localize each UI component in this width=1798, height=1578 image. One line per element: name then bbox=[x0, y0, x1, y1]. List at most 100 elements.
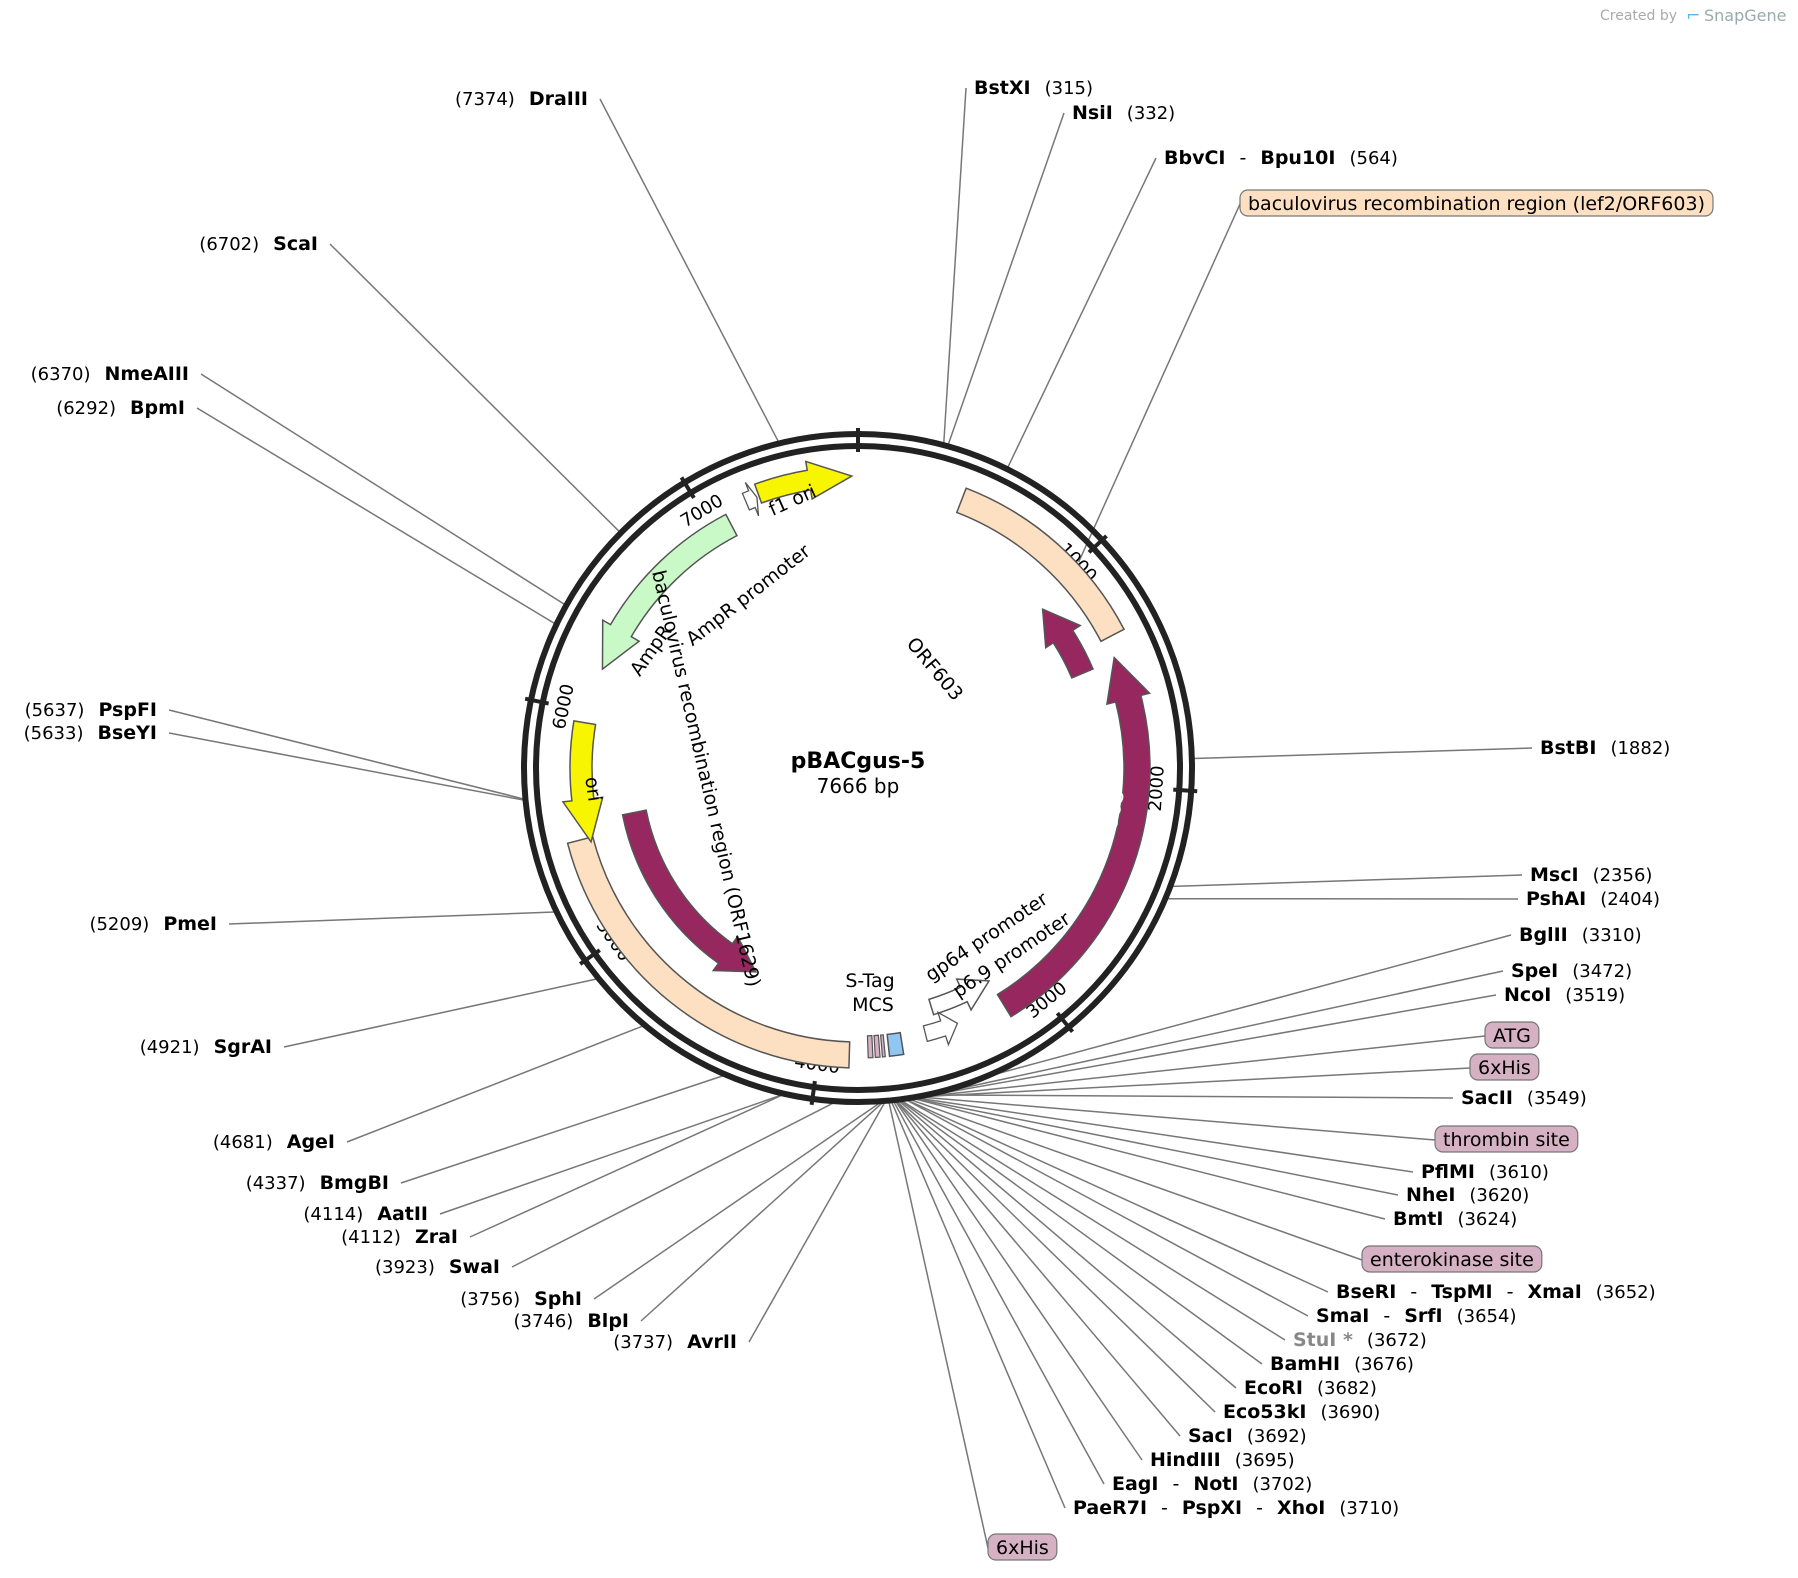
tick-mark bbox=[524, 696, 550, 706]
f1-ori-arrow bbox=[753, 460, 854, 504]
enzyme-position: (1882) bbox=[1610, 738, 1670, 759]
snapgene-logo-icon: ⌐ bbox=[1686, 6, 1700, 26]
enzyme-labels: (7374)DraIII(6702)ScaI(6370)NmeAIII(6292… bbox=[24, 77, 1671, 1519]
enzyme-site: PshAI(2404) bbox=[1526, 888, 1660, 910]
enzyme-position: (3652) bbox=[1596, 1282, 1656, 1303]
tick-mark bbox=[1173, 787, 1198, 794]
feature-box: thrombin site bbox=[1434, 1125, 1579, 1153]
enzyme-site: (4921)SgrAI bbox=[140, 1036, 272, 1058]
enzyme-leader-line bbox=[935, 1094, 1454, 1099]
enzyme-name: PaeR7I bbox=[1073, 1497, 1147, 1519]
enzyme-position: (3310) bbox=[1582, 925, 1642, 946]
enzyme-leader-line bbox=[947, 112, 1065, 445]
enzyme-name: BseYI bbox=[97, 722, 157, 744]
credit-brand: SnapGene bbox=[1704, 6, 1786, 25]
enzyme-leader-line bbox=[901, 1100, 1286, 1341]
enzyme-leader-line bbox=[916, 1098, 1399, 1196]
enzyme-position: (4337) bbox=[246, 1173, 306, 1194]
enzyme-site: (6292)BpmI bbox=[56, 397, 185, 419]
ori-label: ori bbox=[580, 775, 605, 803]
enzyme-leader-line bbox=[898, 1100, 1237, 1389]
enzyme-leader-line bbox=[900, 1100, 1263, 1365]
enzyme-site: NsiI(332) bbox=[1072, 102, 1175, 124]
enzyme-name: ZraI bbox=[415, 1226, 458, 1248]
tick-mark bbox=[679, 476, 696, 499]
tick-mark bbox=[1055, 1011, 1075, 1034]
enzyme-site: (6370)NmeAIII bbox=[31, 363, 189, 385]
enzyme-leader-line bbox=[955, 970, 1504, 1091]
enzyme-leader-line bbox=[599, 98, 780, 442]
enzyme-site: EcoRI(3682) bbox=[1244, 1377, 1377, 1399]
enzyme-position: (3695) bbox=[1235, 1450, 1295, 1471]
enzyme-leader-line bbox=[400, 1075, 724, 1184]
enzyme-leader-line bbox=[906, 1099, 1309, 1317]
enzyme-name: SgrAI bbox=[214, 1036, 272, 1058]
orf603-label: ORF603 bbox=[902, 633, 967, 705]
enzyme-site: HindIII(3695) bbox=[1150, 1449, 1295, 1471]
enzyme-site: (4681)AgeI bbox=[213, 1131, 335, 1153]
gp64-promoter-arrow bbox=[928, 978, 991, 1016]
enzyme-name: BmtI bbox=[1393, 1208, 1443, 1230]
enzyme-site: NcoI(3519) bbox=[1504, 984, 1625, 1006]
enzyme-leader-line bbox=[329, 243, 620, 533]
feature-boxes: baculovirus recombination region (lef2/O… bbox=[987, 189, 1714, 1561]
feature-box-bg bbox=[1361, 1245, 1543, 1273]
feature-leader-line bbox=[1078, 203, 1241, 563]
enzyme-position: (2356) bbox=[1593, 865, 1653, 886]
stag-label: S-Tag bbox=[845, 970, 894, 992]
enzyme-position: (564) bbox=[1349, 148, 1397, 169]
enzyme-separator: - bbox=[1256, 1497, 1263, 1519]
enzyme-position: (3549) bbox=[1527, 1088, 1587, 1109]
enzyme-name: NotI bbox=[1193, 1473, 1238, 1495]
credit-created-by: Created by bbox=[1600, 8, 1677, 24]
enzyme-name: AvrII bbox=[687, 1331, 737, 1353]
orf1629-arrow bbox=[621, 809, 758, 973]
enzyme-leader-line bbox=[896, 1101, 1181, 1437]
plasmid-size: 7666 bp bbox=[817, 774, 900, 798]
enzyme-position: (5633) bbox=[24, 723, 84, 744]
enzyme-leader-line bbox=[640, 1102, 883, 1322]
enzyme-position: (3756) bbox=[460, 1289, 520, 1310]
enzyme-name: NcoI bbox=[1504, 984, 1551, 1006]
enzyme-name: ScaI bbox=[273, 233, 318, 255]
enzyme-site: (4337) BmgBI bbox=[246, 1172, 389, 1194]
enzyme-name: AgeI bbox=[287, 1131, 335, 1153]
enzyme-leader-line bbox=[1193, 747, 1533, 760]
feature-box-label: ATG bbox=[1493, 1025, 1531, 1047]
enzyme-position: (315) bbox=[1045, 78, 1093, 99]
enzyme-name: NheI bbox=[1406, 1184, 1455, 1206]
enzyme-name: PshAI bbox=[1526, 888, 1586, 910]
enzyme-name: XhoI bbox=[1277, 1497, 1325, 1519]
mcs-tag-block bbox=[879, 1034, 886, 1058]
enzyme-leader-line bbox=[997, 934, 1512, 1075]
enzyme-name: EcoRI bbox=[1244, 1377, 1303, 1399]
enzyme-site: SmaI-SrfI(3654) bbox=[1316, 1305, 1516, 1327]
mcs-tag-block bbox=[866, 1035, 874, 1059]
enzyme-name: BmgBI bbox=[320, 1172, 389, 1194]
enzyme-leader-line bbox=[593, 1102, 880, 1300]
enzyme-site: StuI *(3672) bbox=[1293, 1329, 1427, 1351]
enzyme-position: (3624) bbox=[1457, 1209, 1517, 1230]
enzyme-position: (7374) bbox=[455, 89, 515, 110]
enzyme-position: (3690) bbox=[1320, 1402, 1380, 1423]
enzyme-separator: - bbox=[1507, 1281, 1514, 1303]
enzyme-separator: - bbox=[1383, 1305, 1390, 1327]
enzyme-name: BamHI bbox=[1270, 1353, 1340, 1375]
feature-box-bg bbox=[1239, 189, 1714, 217]
enzyme-site: BstBI(1882) bbox=[1540, 737, 1670, 759]
enzyme-site: (5209)PmeI bbox=[89, 913, 217, 935]
baculo-region-1-arrow bbox=[955, 487, 1126, 643]
enzyme-site: SacI(3692) bbox=[1188, 1425, 1307, 1447]
enzyme-name: SacII bbox=[1461, 1087, 1513, 1109]
enzyme-position: (4114) bbox=[303, 1204, 363, 1225]
feature-box: ATG bbox=[1484, 1021, 1540, 1049]
enzyme-name: PspXI bbox=[1182, 1497, 1242, 1519]
feature-leader-line bbox=[910, 1099, 1363, 1261]
enzyme-position: (4112) bbox=[341, 1227, 401, 1248]
enzyme-position: (6370) bbox=[31, 364, 91, 385]
feature-box-label: thrombin site bbox=[1443, 1129, 1570, 1151]
enzyme-name: BbvCI bbox=[1164, 147, 1225, 169]
feature-leader-line bbox=[929, 1067, 1471, 1097]
enzyme-name: SacI bbox=[1188, 1425, 1233, 1447]
